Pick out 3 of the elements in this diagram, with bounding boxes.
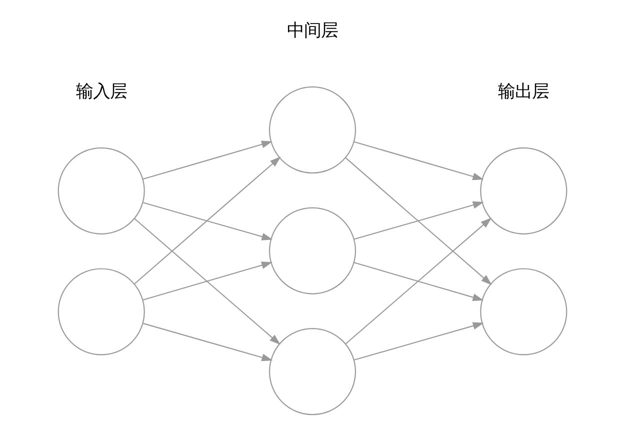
label: 中间层 (287, 21, 338, 42)
label: 输出层 (498, 82, 550, 102)
label: 输入层 (76, 82, 127, 102)
